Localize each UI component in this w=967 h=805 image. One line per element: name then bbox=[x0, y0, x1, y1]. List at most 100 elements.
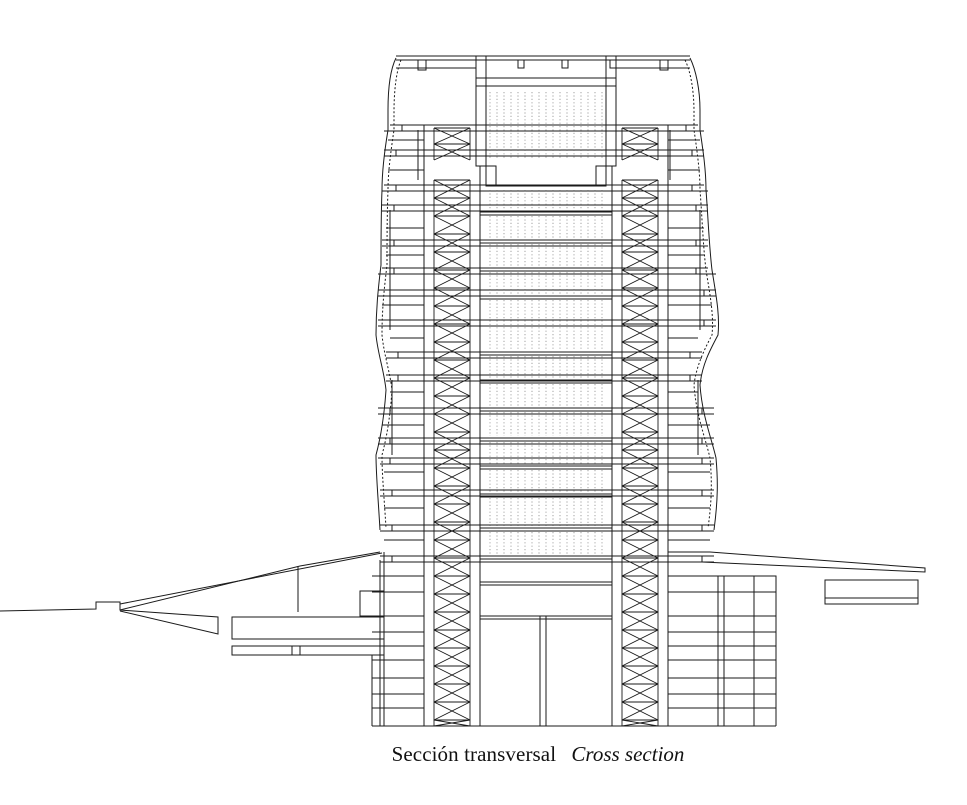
brace-left-left-3 bbox=[434, 234, 452, 252]
brace-left-right-12 bbox=[452, 396, 470, 414]
brace-right-left-21 bbox=[622, 558, 640, 576]
drawing-caption: Sección transversal Cross section bbox=[0, 742, 967, 767]
brace-left-right-8 bbox=[452, 324, 470, 342]
roof-stub bbox=[418, 60, 426, 70]
roof-stub bbox=[562, 60, 568, 68]
podium-slab-left bbox=[232, 646, 384, 655]
brace-right-right-3 bbox=[640, 234, 658, 252]
brace-left-right-26 bbox=[452, 648, 470, 666]
stair-left-top-right-0 bbox=[452, 128, 470, 144]
brace-left-right-19 bbox=[452, 522, 470, 540]
brace-left-right-22 bbox=[452, 576, 470, 594]
brace-left-right-17 bbox=[452, 486, 470, 504]
brace-right-left-4 bbox=[622, 252, 640, 270]
brace-left-left-14 bbox=[434, 432, 452, 450]
brace-right-left-14 bbox=[622, 432, 640, 450]
brace-left-left-25 bbox=[434, 630, 452, 648]
brace-right-left-7 bbox=[622, 306, 640, 324]
roof-stub bbox=[660, 60, 668, 70]
brace-left-right-0 bbox=[452, 180, 470, 198]
brace-left-right-1 bbox=[452, 198, 470, 216]
brace-left-left-24 bbox=[434, 612, 452, 630]
brace-right-left-3 bbox=[622, 234, 640, 252]
brace-left-right-29 bbox=[452, 702, 470, 720]
brace-right-left-23 bbox=[622, 594, 640, 612]
brace-left-right-21 bbox=[452, 558, 470, 576]
brace-left-left-5 bbox=[434, 270, 452, 288]
brace-right-left-18 bbox=[622, 504, 640, 522]
brace-right-left-13 bbox=[622, 414, 640, 432]
brace-left-right-27 bbox=[452, 666, 470, 684]
brace-right-right-12 bbox=[640, 396, 658, 414]
stair-left-top-left-0 bbox=[434, 128, 452, 144]
brace-right-left-29 bbox=[622, 702, 640, 720]
brace-right-right-25 bbox=[640, 630, 658, 648]
brace-left-left-22 bbox=[434, 576, 452, 594]
brace-left-left-9 bbox=[434, 342, 452, 360]
brace-left-left-30 bbox=[434, 720, 452, 726]
core-shaft-hatching bbox=[490, 92, 602, 554]
brace-left-left-27 bbox=[434, 666, 452, 684]
brace-right-left-27 bbox=[622, 666, 640, 684]
brace-left-left-1 bbox=[434, 198, 452, 216]
stair-right-top-left-1 bbox=[622, 144, 640, 160]
stair-right-top-right-1 bbox=[640, 144, 658, 160]
brace-left-left-16 bbox=[434, 468, 452, 486]
brace-left-left-21 bbox=[434, 558, 452, 576]
stair-left-top-right-1 bbox=[452, 144, 470, 160]
brace-right-right-14 bbox=[640, 432, 658, 450]
brace-right-left-15 bbox=[622, 450, 640, 468]
podium-right-block bbox=[668, 576, 776, 726]
brace-right-right-19 bbox=[640, 522, 658, 540]
terrain-line-left bbox=[0, 552, 380, 611]
brace-left-right-15 bbox=[452, 450, 470, 468]
brace-right-right-0 bbox=[640, 180, 658, 198]
brace-right-right-1 bbox=[640, 198, 658, 216]
brace-right-right-4 bbox=[640, 252, 658, 270]
brace-right-right-7 bbox=[640, 306, 658, 324]
brace-right-right-28 bbox=[640, 684, 658, 702]
brace-left-left-2 bbox=[434, 216, 452, 234]
brace-right-left-28 bbox=[622, 684, 640, 702]
brace-right-left-25 bbox=[622, 630, 640, 648]
brace-left-left-7 bbox=[434, 306, 452, 324]
brace-right-right-5 bbox=[640, 270, 658, 288]
brace-left-left-15 bbox=[434, 450, 452, 468]
brace-left-right-20 bbox=[452, 540, 470, 558]
brace-right-left-17 bbox=[622, 486, 640, 504]
brace-left-right-7 bbox=[452, 306, 470, 324]
brace-right-left-0 bbox=[622, 180, 640, 198]
section-rect bbox=[486, 166, 496, 186]
brace-left-right-11 bbox=[452, 378, 470, 396]
podium-block-left bbox=[232, 617, 384, 639]
brace-left-left-8 bbox=[434, 324, 452, 342]
brace-left-left-28 bbox=[434, 684, 452, 702]
brace-right-left-12 bbox=[622, 396, 640, 414]
stair-right-top-right-0 bbox=[640, 128, 658, 144]
roof-stub bbox=[610, 60, 616, 68]
brace-right-right-16 bbox=[640, 468, 658, 486]
podium-box-right bbox=[825, 580, 918, 604]
brace-left-left-0 bbox=[434, 180, 452, 198]
brace-left-right-2 bbox=[452, 216, 470, 234]
stair-right-top-left-0 bbox=[622, 128, 640, 144]
terrain-and-podium bbox=[0, 552, 925, 726]
brace-left-right-24 bbox=[452, 612, 470, 630]
braced-core-walls bbox=[434, 128, 658, 726]
brace-right-right-9 bbox=[640, 342, 658, 360]
brace-left-right-16 bbox=[452, 468, 470, 486]
brace-right-right-29 bbox=[640, 702, 658, 720]
brace-right-right-24 bbox=[640, 612, 658, 630]
brace-right-right-27 bbox=[640, 666, 658, 684]
brace-right-right-17 bbox=[640, 486, 658, 504]
brace-right-right-20 bbox=[640, 540, 658, 558]
brace-left-left-4 bbox=[434, 252, 452, 270]
caption-spanish: Sección transversal bbox=[391, 742, 557, 766]
brace-left-right-3 bbox=[452, 234, 470, 252]
terrain-slope-upper bbox=[120, 553, 382, 604]
brace-left-right-5 bbox=[452, 270, 470, 288]
brace-right-right-11 bbox=[640, 378, 658, 396]
tower-section bbox=[376, 56, 719, 726]
brace-left-left-6 bbox=[434, 288, 452, 306]
brace-right-left-1 bbox=[622, 198, 640, 216]
